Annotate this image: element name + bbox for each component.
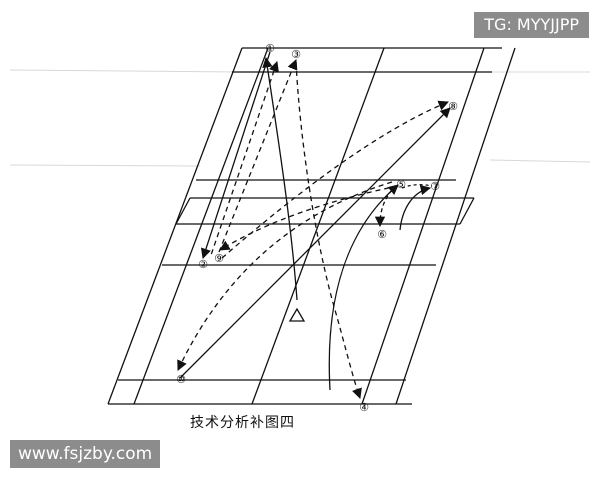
shot-path-5-to-9 [219, 185, 399, 251]
marker-8: ⑧ [448, 100, 458, 113]
telegram-watermark: TG: MYYJJPP [474, 12, 589, 38]
court-left-sideline-outer [107, 47, 243, 405]
website-watermark: www.fsjzby.com [10, 440, 161, 468]
marker-2: ② [198, 258, 208, 271]
shot-markers: ① ② ③ ④ ⑤ ⑥ ⑦ ⑧ ⑨ ⑩ [176, 42, 458, 414]
diagram-caption: 技术分析补图四 [190, 415, 295, 431]
shot-path-dashed-arc-to-8 [221, 100, 449, 259]
shot-paths [177, 51, 451, 399]
marker-4: ④ [359, 401, 369, 414]
marker-5: ⑤ [396, 178, 406, 191]
shot-path-4-to-5 [328, 184, 399, 391]
marker-6: ⑥ [377, 228, 387, 241]
shot-path-9-to-3 [218, 59, 298, 253]
court-right-sideline-outer [395, 47, 516, 405]
shot-path-10-to-8 [179, 107, 451, 379]
marker-3: ③ [291, 48, 301, 61]
court-right-sideline-inner [361, 47, 485, 405]
court-net-right-post [459, 197, 475, 225]
court-left-sideline-inner [133, 47, 269, 405]
marker-10: ⑩ [176, 373, 186, 386]
marker-9: ⑨ [214, 252, 224, 265]
shot-path-5-to-6 [374, 189, 393, 228]
shot-path-7-dashed [401, 184, 433, 189]
marker-7: ⑦ [430, 180, 440, 193]
shot-path-1-to-2 [200, 51, 271, 259]
court-net-left-post [175, 197, 191, 225]
shot-path-5-to-10 [177, 181, 393, 371]
marker-1: ① [265, 42, 275, 55]
player-start-triangle [288, 307, 306, 322]
shot-path-3-to-2 [209, 61, 279, 259]
shot-path-start-to-1 [262, 56, 298, 301]
shot-path-to-7 [399, 184, 432, 231]
shot-path-3-to-4 [295, 61, 362, 399]
court-center-line [251, 47, 385, 405]
